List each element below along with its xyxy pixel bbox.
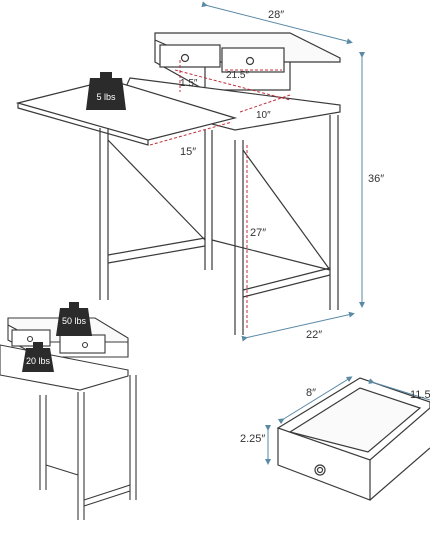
dim-leg-clearance-label: 27″	[250, 227, 266, 239]
dim-drawer-depth-label: 11.5″	[410, 389, 430, 401]
weight-50lbs: 50 lbs	[56, 302, 92, 336]
dim-depth-label: 22″	[306, 329, 322, 341]
weight-5lbs-label: 5 lbs	[96, 92, 116, 102]
drawer	[276, 377, 430, 501]
dim-opening-depth-label: 10″	[256, 110, 271, 121]
small-desk	[0, 317, 137, 520]
main-dimensions: 28″ 36″ 22″ 27″ 15″ 21.5″ 10″ 1.5″	[180, 1, 384, 342]
weight-5lbs: 5 lbs	[86, 72, 126, 110]
dim-drawer-width-label: 8″	[306, 387, 316, 399]
dim-extension-label: 15″	[180, 146, 196, 158]
weight-20lbs: 20 lbs	[22, 342, 54, 372]
weight-20lbs-label: 20 lbs	[26, 356, 51, 366]
dim-opening-width-label: 21.5″	[226, 70, 249, 81]
main-desk	[15, 32, 341, 335]
dim-drawer-height-label: 2.25″	[240, 433, 265, 445]
opening-markers	[149, 60, 291, 330]
weight-50lbs-label: 50 lbs	[62, 316, 87, 326]
dim-opening-height-label: 1.5″	[180, 78, 198, 89]
dim-height-label: 36″	[368, 173, 384, 185]
dim-width-label: 28″	[268, 9, 284, 21]
drawer-dimensions: 8″ 11.5″ 2.25″	[240, 376, 430, 465]
